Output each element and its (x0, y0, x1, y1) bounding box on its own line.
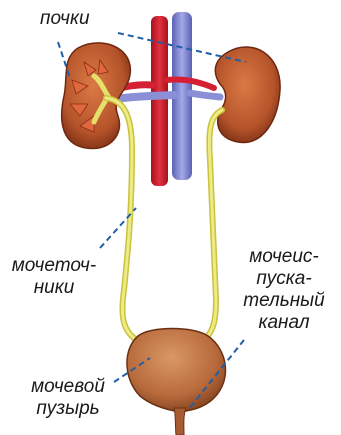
label-ureters-line-1: мочеточ- (4, 255, 104, 277)
label-ureters: мочеточ- ники (4, 255, 104, 299)
label-urethra-line-1: мочеис- (232, 246, 336, 268)
label-urethra: мочеис- пуска- тельный канал (232, 246, 336, 334)
right-kidney (215, 47, 280, 142)
label-urethra-line-3: тельный (232, 290, 336, 312)
label-urethra-line-2: пуска- (232, 268, 336, 290)
label-ureters-line-2: ники (4, 277, 104, 299)
label-bladder: мочевой пузырь (18, 376, 118, 420)
left-renal-vein (116, 95, 174, 99)
label-bladder-line-1: мочевой (18, 376, 118, 398)
label-urethra-line-4: канал (232, 312, 336, 334)
right-renal-vein (190, 93, 220, 97)
urethra (174, 408, 186, 435)
label-kidneys: почки (40, 8, 90, 30)
label-bladder-line-2: пузырь (18, 398, 118, 420)
bladder (127, 329, 226, 413)
left-kidney (62, 43, 131, 149)
